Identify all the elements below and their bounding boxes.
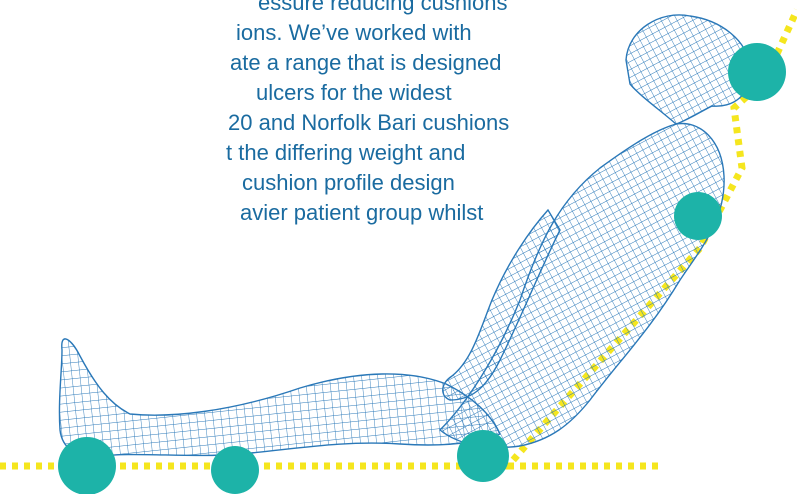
pressure-point-heel <box>58 437 116 494</box>
pressure-point-head <box>728 43 786 101</box>
pressure-point-calf <box>211 446 259 494</box>
pressure-point-buttocks <box>457 430 509 482</box>
wireframe-legs <box>59 339 500 456</box>
pressure-point-upper-back <box>674 192 722 240</box>
